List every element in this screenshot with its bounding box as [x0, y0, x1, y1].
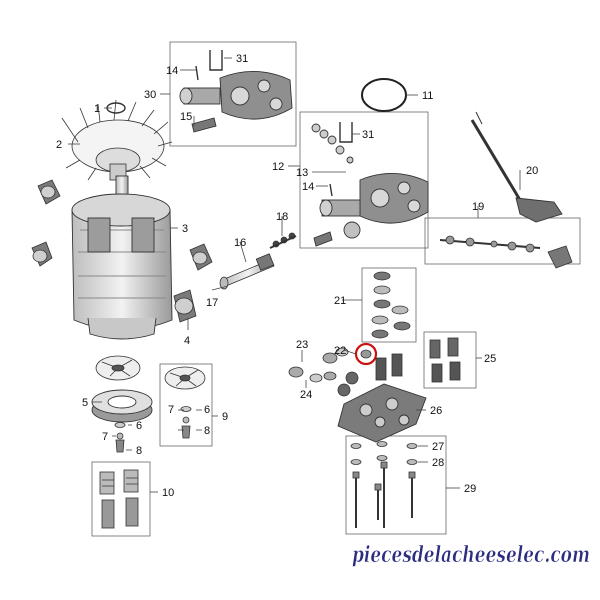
callout-31a: 31	[236, 53, 248, 65]
callout-labels: 1 2 3 4 5 6 7 8 6 7 8 9 10 11 12 13 14 1…	[56, 53, 538, 499]
part-5-bearing	[91, 389, 153, 423]
callout-24: 24	[300, 389, 312, 401]
part-25-valves	[429, 337, 461, 383]
callout-20: 20	[526, 165, 538, 177]
motor-side-caps	[31, 179, 213, 323]
callout-1: 1	[94, 103, 100, 115]
part-10-valves	[99, 469, 139, 529]
callout-25: 25	[484, 353, 496, 365]
leader-lines	[68, 57, 521, 493]
callout-6b: 6	[204, 404, 210, 416]
group-box-10	[91, 461, 151, 537]
callout-29: 29	[464, 483, 476, 495]
callout-17: 17	[206, 297, 218, 309]
callout-21: 21	[334, 295, 346, 307]
part-30-pump-head	[179, 50, 293, 133]
group-box-29	[345, 435, 447, 535]
callout-22: 22	[334, 345, 346, 357]
callout-27: 27	[432, 441, 444, 453]
group-box-25	[423, 331, 477, 389]
callout-10: 10	[162, 487, 174, 499]
callout-13: 13	[296, 167, 308, 179]
callout-2: 2	[56, 139, 62, 151]
group-box-19	[424, 217, 581, 265]
small-fasteners	[114, 406, 192, 453]
callout-19: 19	[472, 201, 484, 213]
callout-30: 30	[144, 89, 156, 101]
callout-4: 4	[184, 335, 190, 347]
rotor-disk-9	[164, 366, 206, 390]
callout-11: 11	[422, 90, 433, 102]
callout-6a: 6	[136, 420, 142, 432]
part-20-lever	[470, 111, 563, 223]
callout-28: 28	[432, 457, 444, 469]
callout-7b: 7	[168, 404, 174, 416]
callout-8a: 8	[136, 445, 142, 457]
part-12-pump-head	[311, 122, 429, 247]
callout-5: 5	[82, 397, 88, 409]
callout-7a: 7	[102, 431, 108, 443]
callout-12: 12	[272, 161, 284, 173]
part-11-o-ring	[361, 78, 407, 112]
callout-14b: 14	[302, 181, 314, 193]
part-16-plunger	[219, 232, 297, 290]
part-23-24-stack	[288, 347, 403, 397]
callout-16: 16	[234, 237, 246, 249]
callout-18: 18	[276, 211, 288, 223]
part-26-manifold	[337, 383, 427, 443]
part-19-unloader	[439, 235, 573, 269]
part-27-28-29-screws	[350, 441, 418, 528]
watermark-text: piecesdelacheeselec.com	[352, 542, 590, 568]
group-box-9	[159, 363, 213, 447]
callout-23: 23	[296, 339, 308, 351]
part-22-seal	[360, 349, 372, 359]
callout-26: 26	[430, 405, 442, 417]
part-21-seals	[371, 271, 411, 339]
callout-14a: 14	[166, 65, 178, 77]
callout-31b: 31	[362, 129, 374, 141]
callout-8b: 8	[204, 425, 210, 437]
group-box-12	[299, 111, 429, 249]
rotor-disk-left	[95, 355, 141, 381]
part-3-motor	[71, 175, 173, 340]
group-box-21	[361, 267, 417, 343]
callout-3: 3	[182, 223, 188, 235]
callout-15: 15	[180, 111, 192, 123]
callout-9: 9	[222, 411, 228, 423]
